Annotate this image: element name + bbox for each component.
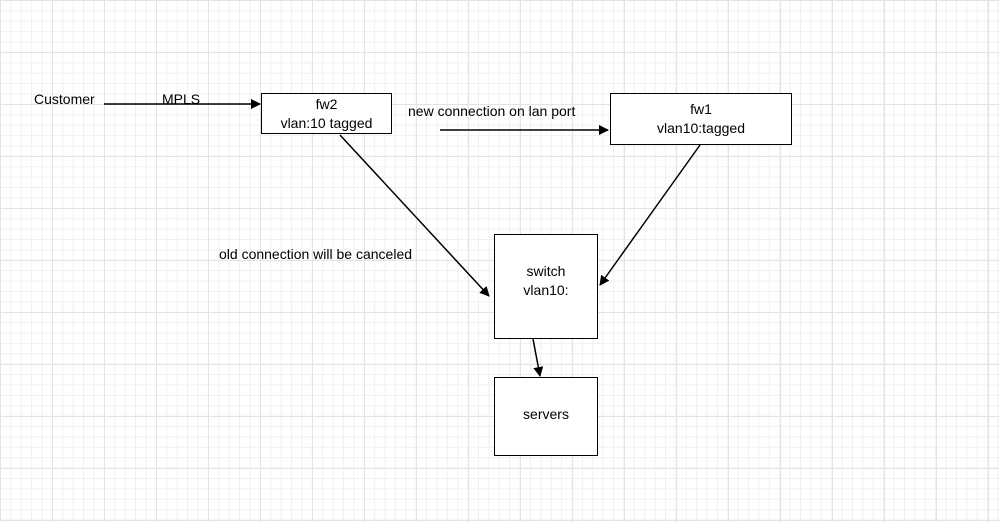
fw1-name: fw1 [690, 101, 712, 117]
arrow-fw1-to-switch [599, 144, 701, 286]
servers-node[interactable]: servers [494, 377, 598, 456]
customer-label: Customer [34, 91, 95, 107]
arrow-fw2-to-switch [339, 134, 490, 297]
mpls-label: MPLS [162, 91, 201, 107]
fw1-vlan: vlan10:tagged [657, 120, 745, 136]
fw2-name: fw2 [315, 95, 338, 112]
switch-node[interactable]: switch vlan10: [494, 234, 598, 339]
fw2-vlan: vlan:10 tagged [280, 114, 373, 131]
switch-vlan: vlan10: [523, 281, 569, 298]
new-connection-label: new connection on lan port [408, 103, 576, 119]
old-connection-label: old connection will be canceled [219, 246, 413, 262]
servers-name: servers [523, 406, 569, 422]
switch-name: switch [526, 262, 566, 279]
fw1-node[interactable]: fw1 vlan10:tagged [610, 93, 792, 145]
arrow-switch-to-servers [532, 338, 544, 377]
fw2-node[interactable]: fw2 vlan:10 tagged [261, 93, 392, 134]
